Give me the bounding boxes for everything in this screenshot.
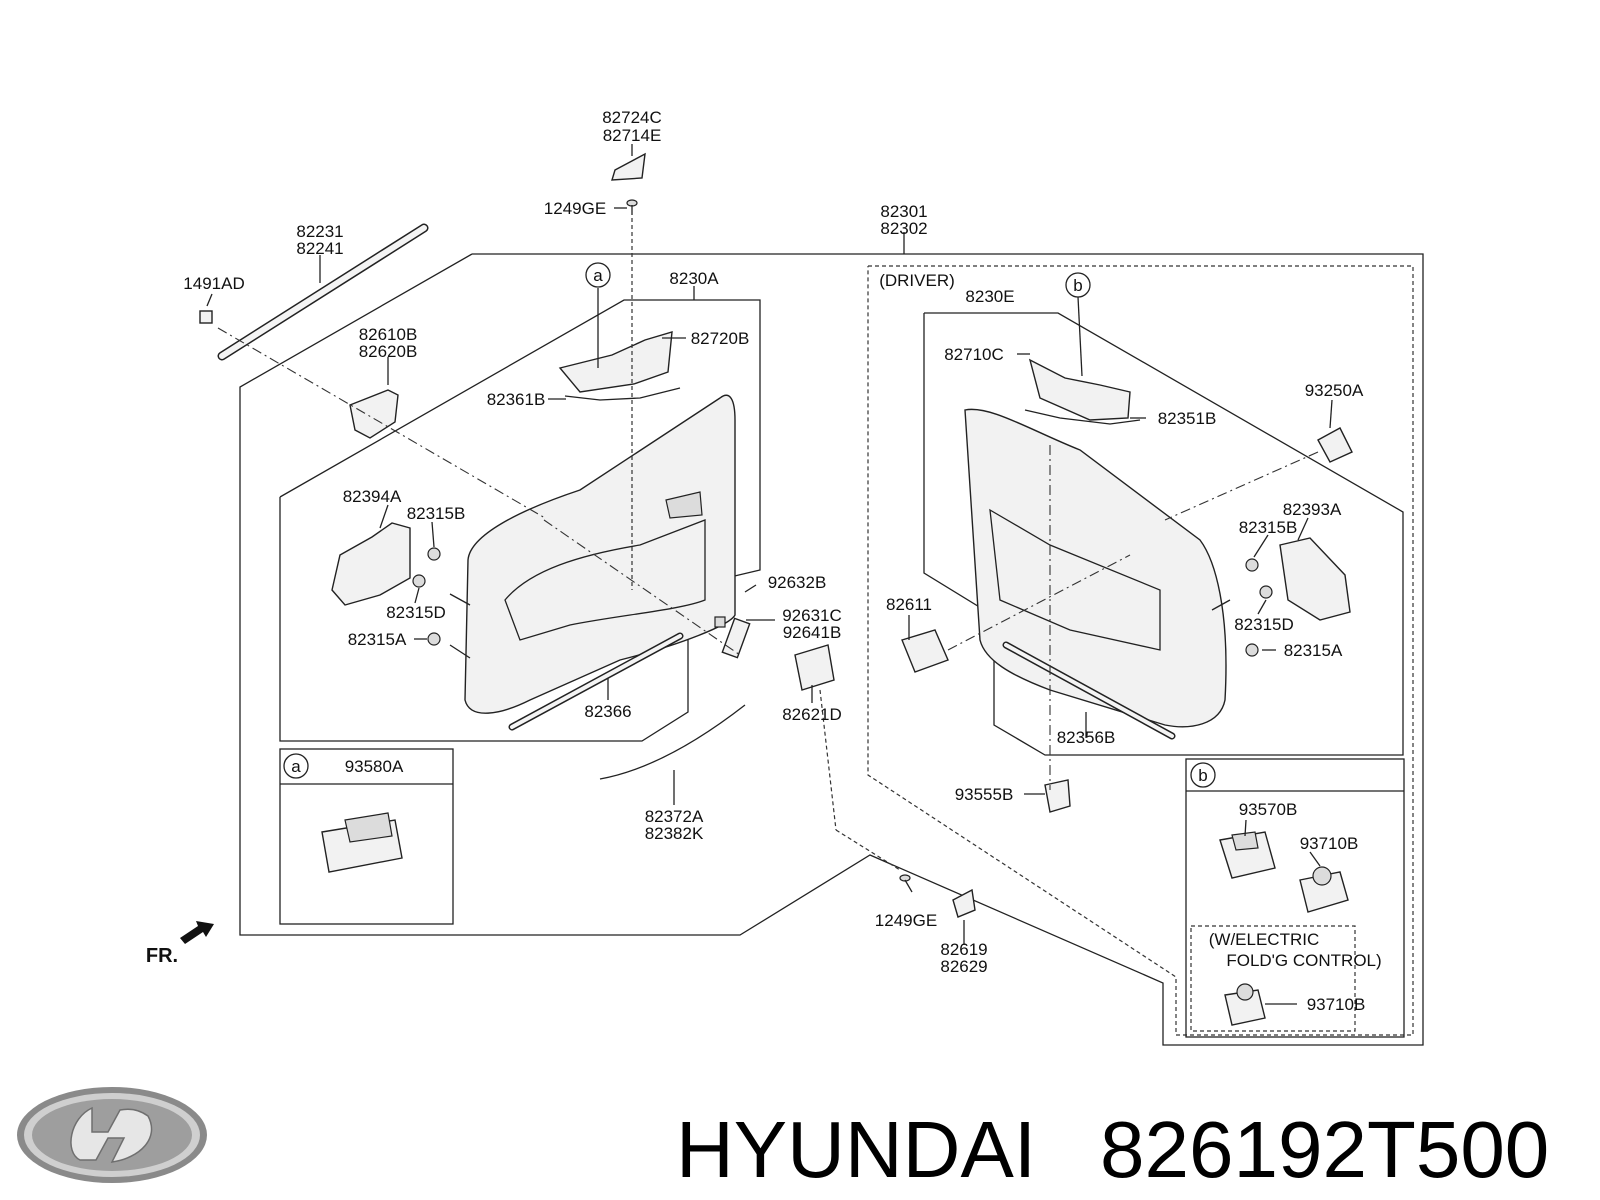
label-w-electric: (W/ELECTRIC [1209,930,1320,949]
label-93710b: 93710B [1300,834,1359,853]
front-direction-indicator: FR. [146,921,214,967]
connector-93555b [1044,779,1071,813]
label-93580a: 93580A [345,757,404,776]
label-82356b: 82356B [1057,728,1116,747]
speaker-cover-left [331,522,411,606]
label-82629: 82629 [940,957,987,976]
label-82315a-left: 82315A [348,630,407,649]
mirror-switch-93710b-electric [1224,983,1266,1026]
label-82361b: 82361B [487,390,546,409]
frames [239,253,1424,1046]
hyundai-logo [17,1087,207,1183]
label-82619: 82619 [940,940,987,959]
label-93710b-electric: 93710B [1307,995,1366,1014]
armrest-cover-left [558,331,673,393]
inside-handle-82611 [901,629,949,673]
brand-name: HYUNDAI [676,1105,1036,1194]
label-82714e: 82714E [603,126,662,145]
window-switch-93570b [1219,831,1276,879]
garnish-82724c [611,152,646,181]
part-labels: 82724C 82714E 1249GE 82231 82241 1491AD … [183,108,1381,1014]
label-92641b: 92641B [783,623,842,642]
clip-1491ad [199,310,213,324]
label-82302: 82302 [880,219,927,238]
label-82382k: 82382K [645,824,704,843]
label-folding-control: FOLD'G CONTROL) [1226,951,1381,970]
callout-a-text: a [593,266,603,285]
screw-icon [626,199,638,215]
bulb-icon [714,616,726,628]
leader-lines [206,144,1333,1005]
callout-a-box-text: a [291,757,301,776]
label-1249ge-top: 1249GE [544,199,606,218]
label-driver: (DRIVER) [879,271,955,290]
label-93250a: 93250A [1305,381,1364,400]
label-82315a-right: 82315A [1284,641,1343,660]
clip-icon [427,547,441,561]
label-82315d-left: 82315D [386,603,446,622]
label-1491ad: 1491AD [183,274,244,293]
callout-b-marker [1065,272,1091,298]
label-82351b: 82351B [1158,409,1217,428]
door-trim-panel-left [464,394,736,714]
callout-a-marker [585,262,611,288]
armrest-cover-right [1028,358,1131,421]
detail-box-a [279,748,454,925]
switch-housing-82621d [794,644,835,691]
courtesy-lamp [721,617,751,659]
label-92632b: 92632B [768,573,827,592]
label-8230a: 8230A [669,269,719,288]
front-label: FR. [146,945,178,967]
label-82610b: 82610B [359,325,418,344]
switch-93250a [1317,427,1353,463]
label-93555b: 93555B [955,785,1014,804]
cover-82619 [952,888,976,918]
label-82315b-left: 82315B [407,504,466,523]
label-1249ge-bottom: 1249GE [875,911,937,930]
label-82366: 82366 [584,702,631,721]
arrow-icon [180,921,214,944]
label-82231: 82231 [296,222,343,241]
label-82372a: 82372A [645,807,704,826]
label-82611: 82611 [886,595,932,614]
label-82394a: 82394A [343,487,402,506]
clip-icon [1245,643,1259,657]
label-82710c: 82710C [944,345,1004,364]
parts [199,152,1353,1026]
label-93570b: 93570B [1239,800,1298,819]
callout-a-box-marker [283,753,309,779]
clip-icon [427,632,441,646]
label-82393a: 82393A [1283,500,1342,519]
label-82724c: 82724C [602,108,662,127]
detail-box-b [1185,758,1405,1038]
window-switch-93580a [321,812,403,873]
label-82315d-right: 82315D [1234,615,1294,634]
label-82241: 82241 [296,239,343,258]
clip-icon [412,574,426,588]
clip-icon [1259,585,1273,599]
label-82301: 82301 [880,202,927,221]
electric-fold-box [1190,925,1356,1032]
door-trim-panel-right [964,408,1227,728]
part-number: 826192T500 [1100,1105,1549,1194]
label-82621d: 82621D [782,705,842,724]
inside-handle [349,389,399,439]
label-82315b-right: 82315B [1239,518,1298,537]
callout-circles: a a b b [283,262,1216,788]
label-82720b: 82720B [691,329,750,348]
label-82620b: 82620B [359,342,418,361]
callout-b-box-text: b [1198,766,1207,785]
clip-icon [1245,558,1259,572]
label-8230e: 8230E [965,287,1014,306]
mirror-switch-93710b [1299,866,1349,913]
trim-strip-82372a [599,704,746,780]
screw-icon [899,874,913,893]
speaker-cover-right [1279,537,1351,621]
label-92631c: 92631C [782,606,842,625]
callout-b-box-marker [1190,762,1216,788]
callout-b-text: b [1073,276,1082,295]
